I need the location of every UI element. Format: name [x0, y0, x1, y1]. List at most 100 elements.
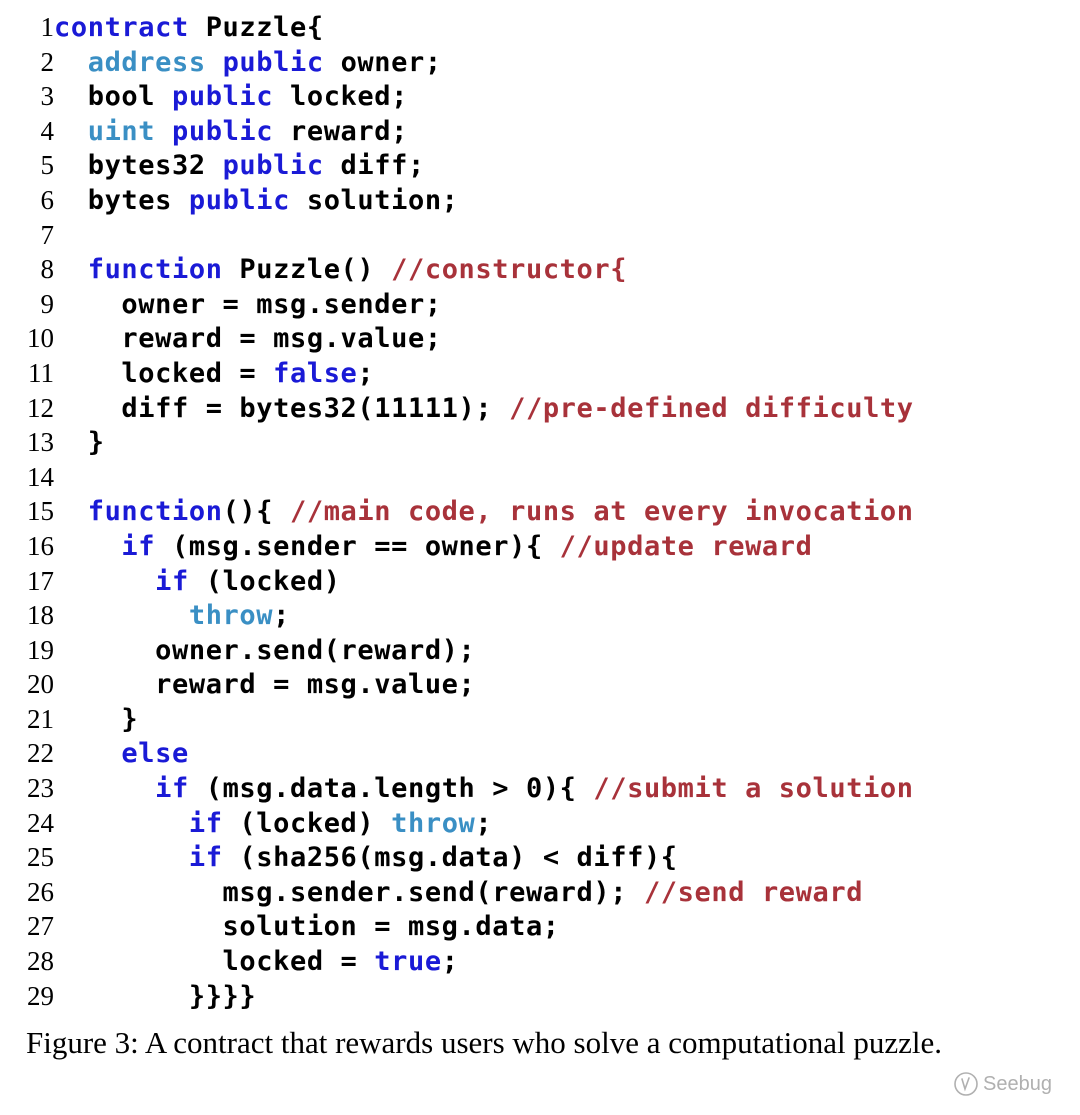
code-token-keyword: if [188, 842, 223, 874]
code-token-keyword: function [87, 496, 223, 528]
code-token-plain: Puzzle{ [188, 12, 324, 43]
line-number: 1 [40, 12, 55, 42]
code-token-plain: (sha256(msg.data) < diff){ [222, 842, 678, 874]
code-text: locked = true; [54, 946, 459, 977]
code-token-comment: //update reward [559, 530, 813, 562]
code-token-keyword: if [155, 773, 189, 805]
line-number: 4 [40, 115, 55, 146]
code-token-plain [54, 842, 189, 873]
code-token-plain [54, 496, 88, 527]
code-token-plain [54, 566, 155, 597]
code-text: if (sha256(msg.data) < diff){ [54, 842, 678, 873]
code-text: address public owner; [54, 47, 442, 78]
line-number: 29 [27, 980, 54, 1011]
line-number: 17 [27, 565, 54, 596]
line-number: 10 [27, 323, 54, 354]
code-token-keyword: public [188, 184, 290, 216]
code-token-plain: (locked) [188, 565, 341, 597]
code-token-plain: bool [54, 81, 172, 113]
code-text: if (msg.data.length > 0){ //submit a sol… [54, 773, 914, 804]
code-text: bool public locked; [54, 81, 408, 112]
code-token-plain: msg.sender.send(reward); [54, 876, 644, 908]
code-token-plain: owner.send(reward); [54, 634, 476, 666]
code-token-plain [54, 531, 121, 562]
code-token-comment: //main code, runs at every invocation [289, 496, 914, 528]
code-text: reward = msg.value; [54, 669, 475, 700]
code-line: 27 solution = msg.data; [26, 911, 1066, 946]
code-token-plain: }}}} [54, 980, 257, 1012]
code-token-plain: ; [273, 600, 290, 632]
line-number: 24 [27, 807, 54, 838]
code-text: } [54, 427, 105, 458]
code-token-plain [54, 254, 88, 285]
code-text: throw; [54, 600, 290, 631]
code-text: owner = msg.sender; [54, 289, 442, 320]
line-number: 15 [27, 496, 54, 527]
code-line: 18 throw; [26, 600, 1066, 635]
code-token-plain: } [54, 703, 139, 735]
code-token-plain [54, 600, 189, 631]
code-token-plain: locked; [273, 81, 408, 113]
code-token-plain [54, 808, 189, 839]
code-line: 26 msg.sender.send(reward); //send rewar… [26, 877, 1066, 912]
line-number: 2 [40, 46, 55, 77]
code-token-keyword: true [374, 946, 442, 978]
code-token-plain: Puzzle() [222, 254, 392, 286]
code-token-plain: locked = [54, 946, 375, 978]
code-line: 24 if (locked) throw; [26, 808, 1066, 843]
line-number: 14 [27, 461, 54, 492]
code-token-plain [54, 47, 88, 78]
code-token-comment: //constructor{ [391, 254, 628, 286]
code-line: 11 locked = false; [26, 358, 1066, 393]
code-token-plain: ; [475, 807, 493, 839]
code-line: 22 else [26, 738, 1066, 773]
code-line: 6 bytes public solution; [26, 185, 1066, 220]
code-line: 12 diff = bytes32(11111); //pre-defined … [26, 393, 1066, 428]
code-token-keyword: else [121, 738, 189, 770]
line-number: 7 [40, 219, 55, 250]
code-text: msg.sender.send(reward); //send reward [54, 877, 863, 908]
code-line: 3 bool public locked; [26, 81, 1066, 116]
code-token-plain: (msg.sender == owner){ [155, 530, 560, 562]
code-text: locked = false; [54, 358, 374, 389]
code-line: 17 if (locked) [26, 566, 1066, 601]
code-line: 21 } [26, 704, 1066, 739]
seebug-logo-icon [954, 1072, 978, 1096]
line-number: 20 [27, 669, 54, 700]
code-line: 15 function(){ //main code, runs at ever… [26, 496, 1066, 531]
code-text: reward = msg.value; [54, 323, 442, 354]
code-line: 9 owner = msg.sender; [26, 289, 1066, 324]
code-token-plain: owner = msg.sender; [54, 288, 442, 320]
line-number: 6 [40, 184, 55, 215]
line-number: 18 [27, 600, 54, 631]
code-line: 4 uint public reward; [26, 116, 1066, 151]
code-token-comment: //pre-defined difficulty [509, 392, 914, 424]
code-line: 23 if (msg.data.length > 0){ //submit a … [26, 773, 1066, 808]
line-number: 21 [27, 703, 54, 734]
code-token-comment: //submit a solution [593, 773, 914, 805]
code-token-plain: diff; [323, 150, 425, 182]
code-line: 7 [26, 220, 1066, 255]
code-text: if (msg.sender == owner){ //update rewar… [54, 531, 813, 562]
code-line: 13 } [26, 427, 1066, 462]
code-token-plain: locked = [54, 357, 274, 389]
code-text: function(){ //main code, runs at every i… [54, 496, 914, 527]
line-number: 8 [40, 254, 55, 285]
code-line: 14 [26, 462, 1066, 497]
code-token-type: throw [188, 600, 274, 632]
line-number: 23 [27, 773, 54, 804]
watermark: Seebug [953, 1071, 1052, 1097]
code-line: 5 bytes32 public diff; [26, 150, 1066, 185]
code-line: 2 address public owner; [26, 47, 1066, 82]
code-token-keyword: if [121, 530, 156, 562]
code-token-plain [54, 116, 88, 147]
code-token-plain [54, 773, 155, 804]
line-number: 3 [40, 81, 55, 112]
code-text: }}}} [54, 981, 256, 1012]
code-text: solution = msg.data; [54, 911, 560, 942]
code-line: 25 if (sha256(msg.data) < diff){ [26, 842, 1066, 877]
code-token-plain: solution = msg.data; [54, 911, 560, 943]
code-text: if (locked) [54, 566, 341, 597]
code-token-type: uint [87, 115, 156, 147]
